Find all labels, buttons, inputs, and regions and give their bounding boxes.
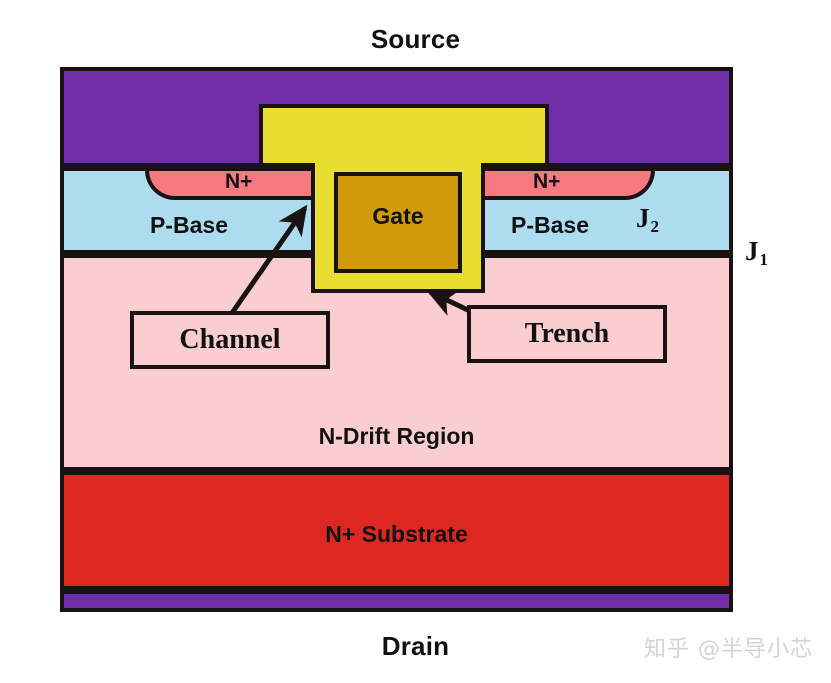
n-drift-region-label: N-Drift Region (318, 423, 475, 449)
p-base-label-right: P-Base (511, 212, 589, 238)
source-terminal-label: Source (370, 24, 461, 54)
drain-metal-layer (60, 590, 733, 612)
trench-callout-label: Trench (524, 318, 610, 349)
watermark-text: 知乎 @半导小芯 (644, 637, 813, 662)
gate-oxide-top-plate (259, 104, 549, 167)
oxide-seam-patch (315, 160, 481, 172)
n-plus-substrate-label: N+ Substrate (325, 521, 468, 547)
channel-callout-box: Channel (130, 311, 330, 369)
n-plus-source-region-right (470, 167, 655, 200)
junction-j1-letter: J (745, 236, 759, 266)
junction-j2-label: J2 (636, 203, 660, 236)
p-base-label-left: P-Base (150, 212, 228, 238)
drain-terminal-label: Drain (381, 631, 450, 661)
junction-j1-subscript: 1 (759, 250, 769, 269)
n-plus-label-right: N+ (533, 170, 561, 193)
channel-callout-label: Channel (179, 324, 281, 355)
gate-electrode (334, 172, 462, 273)
junction-j2-letter: J (636, 203, 650, 233)
gate-label: Gate (372, 203, 424, 229)
junction-j2-subscript: 2 (650, 217, 660, 236)
n-plus-substrate-layer (60, 471, 733, 590)
trench-callout-box: Trench (467, 305, 667, 363)
n-plus-label-left: N+ (225, 170, 253, 193)
junction-j1-label: J1 (745, 236, 769, 269)
